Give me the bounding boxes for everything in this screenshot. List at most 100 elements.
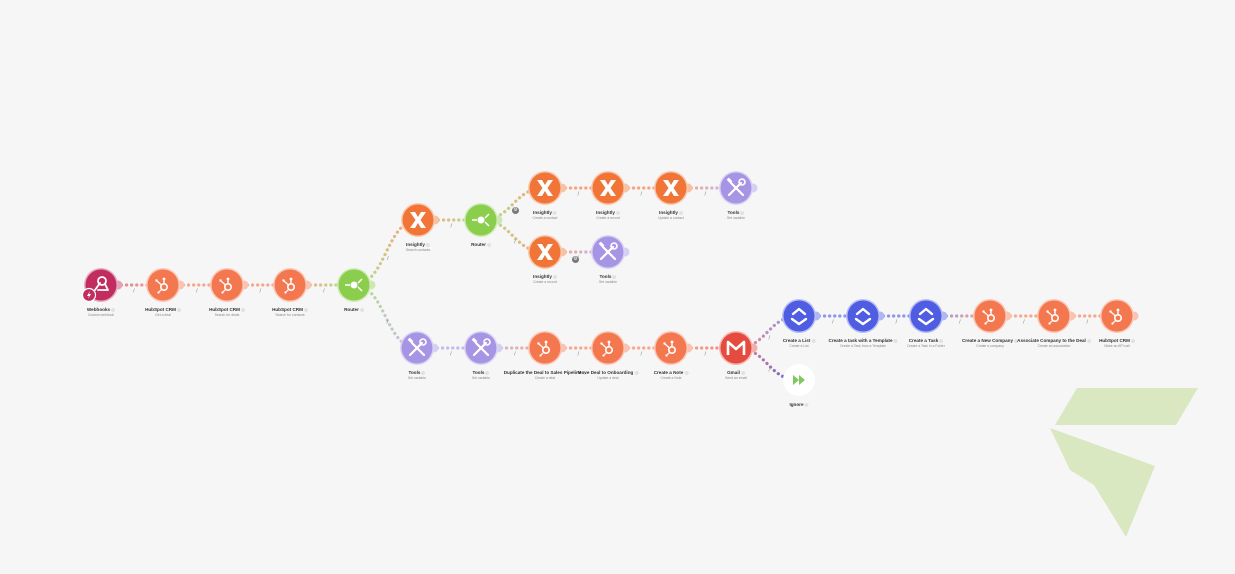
- link-settings-icon[interactable]: ∕: [387, 320, 389, 326]
- module-hs_note[interactable]: [654, 331, 693, 365]
- module-info-icon[interactable]: [552, 274, 557, 279]
- link-settings-icon[interactable]: ∕: [641, 351, 643, 357]
- module-title: Router: [471, 242, 491, 248]
- link-settings-icon[interactable]: ∕: [705, 351, 707, 357]
- link-settings-icon[interactable]: ∕: [514, 239, 516, 245]
- module-cu_list[interactable]: [782, 299, 821, 333]
- link-settings-icon[interactable]: ∕: [133, 288, 135, 294]
- link-settings-icon[interactable]: ∕: [1087, 319, 1089, 325]
- link-settings-icon[interactable]: ∕: [769, 335, 771, 341]
- filter-gear-icon[interactable]: ⚙: [572, 256, 579, 263]
- link-settings-icon[interactable]: ∕: [578, 191, 580, 197]
- module-gmail[interactable]: [719, 331, 758, 365]
- module-insightly1[interactable]: [401, 203, 440, 237]
- module-subtitle: Search for contacts: [275, 313, 305, 317]
- module-info-icon[interactable]: [111, 307, 116, 312]
- module-hs_move[interactable]: [591, 331, 630, 365]
- module-info-icon[interactable]: [486, 242, 491, 247]
- link-settings-icon[interactable]: ∕: [323, 288, 325, 294]
- module-info-icon[interactable]: [421, 370, 426, 375]
- module-info-icon[interactable]: [804, 402, 809, 407]
- module-title: Create a Note: [654, 370, 689, 376]
- module-title: Create a task with a Template: [829, 338, 898, 344]
- module-subtitle: Create a contact: [532, 216, 558, 220]
- module-router2[interactable]: [464, 203, 503, 237]
- module-subtitle: Make an API call: [1104, 344, 1130, 348]
- module-info-icon[interactable]: [684, 370, 689, 375]
- insightly-icon: [663, 180, 679, 196]
- module-tools_b1[interactable]: [400, 331, 439, 365]
- link-settings-icon[interactable]: ∕: [578, 351, 580, 357]
- link-settings-icon[interactable]: ∕: [260, 288, 262, 294]
- module-hs_company[interactable]: [973, 299, 1012, 333]
- connection-gmail-ignore[interactable]: [734, 346, 801, 382]
- module-info-icon[interactable]: [634, 370, 639, 375]
- module-insightly4[interactable]: [654, 171, 693, 205]
- module-info-icon[interactable]: [678, 210, 683, 215]
- module-webhooks[interactable]: [81, 268, 123, 303]
- module-hubspot2[interactable]: [210, 268, 249, 302]
- module-title: Insightly: [533, 210, 558, 216]
- link-settings-icon[interactable]: ∕: [832, 319, 834, 325]
- module-cu_tpl[interactable]: [846, 299, 885, 333]
- module-info-icon[interactable]: [1014, 338, 1019, 343]
- module-info-icon[interactable]: [485, 370, 490, 375]
- module-subtitle: Get a deal: [155, 313, 171, 317]
- module-info-icon[interactable]: [1086, 338, 1091, 343]
- module-insightly3[interactable]: [591, 171, 630, 205]
- module-info-icon[interactable]: [740, 370, 745, 375]
- module-info-icon[interactable]: [612, 274, 617, 279]
- module-hubspot1[interactable]: [146, 268, 185, 302]
- connection-gmail-cu_list[interactable]: [734, 314, 801, 350]
- link-settings-icon[interactable]: ∕: [451, 223, 453, 229]
- module-subtitle: Create a record: [533, 280, 557, 284]
- webhook-icon: [94, 276, 109, 291]
- module-hs_assoc[interactable]: [1037, 299, 1076, 333]
- module-info-icon[interactable]: [811, 338, 816, 343]
- module-insightly5[interactable]: [528, 235, 567, 269]
- module-tools_mid[interactable]: [591, 235, 630, 269]
- module-info-icon[interactable]: [615, 210, 620, 215]
- module-info-icon[interactable]: [939, 338, 944, 343]
- module-tools_b2[interactable]: [464, 331, 503, 365]
- module-subtitle: Set variable: [727, 216, 745, 220]
- module-info-icon[interactable]: [425, 242, 430, 247]
- tools-icon: [407, 337, 427, 357]
- module-title: Move Deal to Onboarding: [578, 370, 639, 376]
- module-hs_dup[interactable]: [528, 331, 567, 365]
- hubspot-icon: [600, 340, 613, 357]
- link-settings-icon[interactable]: ∕: [387, 256, 389, 262]
- module-info-icon[interactable]: [303, 307, 308, 312]
- module-info-icon[interactable]: [552, 210, 557, 215]
- module-hs_final[interactable]: [1100, 299, 1139, 333]
- link-settings-icon[interactable]: ∕: [1023, 319, 1025, 325]
- module-title: Tools: [599, 274, 617, 280]
- module-tools_top[interactable]: [719, 171, 758, 205]
- link-settings-icon[interactable]: ∕: [641, 191, 643, 197]
- module-ignore[interactable]: [783, 364, 815, 396]
- module-router1[interactable]: [337, 268, 376, 302]
- link-settings-icon[interactable]: ∕: [896, 319, 898, 325]
- link-settings-icon[interactable]: ∕: [769, 367, 771, 373]
- link-settings-icon[interactable]: ∕: [450, 351, 452, 357]
- module-info-icon[interactable]: [582, 370, 587, 375]
- module-hubspot3[interactable]: [273, 268, 312, 302]
- module-info-icon[interactable]: [1130, 338, 1135, 343]
- link-settings-icon[interactable]: ∕: [959, 319, 961, 325]
- module-title: Tools: [408, 370, 426, 376]
- module-subtitle: Custom webhook: [87, 313, 115, 317]
- link-settings-icon[interactable]: ∕: [705, 191, 707, 197]
- module-insightly2[interactable]: [528, 171, 567, 205]
- module-info-icon[interactable]: [359, 307, 364, 312]
- module-info-icon[interactable]: [740, 210, 745, 215]
- module-info-icon[interactable]: [240, 307, 245, 312]
- filter-gear-icon[interactable]: ⚙: [512, 207, 519, 214]
- link-settings-icon[interactable]: ∕: [514, 351, 516, 357]
- link-settings-icon[interactable]: ∕: [196, 288, 198, 294]
- module-info-icon[interactable]: [893, 338, 898, 343]
- module-info-icon[interactable]: [176, 307, 181, 312]
- module-cu_task[interactable]: [909, 299, 948, 333]
